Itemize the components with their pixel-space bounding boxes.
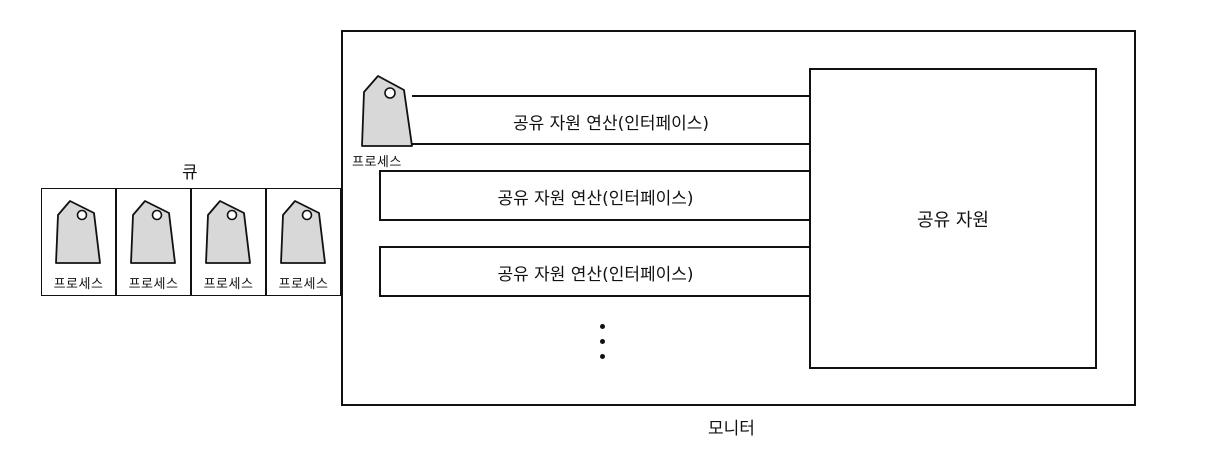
process-label: 프로세스 <box>203 277 254 292</box>
queue-slot: 프로세스 <box>266 188 341 296</box>
process-tag-icon <box>202 197 254 273</box>
queue-slot: 프로세스 <box>116 188 191 296</box>
queue-slot: 프로세스 <box>191 188 266 296</box>
shared-resource-box: 공유 자원 <box>809 68 1097 369</box>
queue-title: 큐 <box>182 163 198 183</box>
operation-bar: 공유 자원 연산(인터페이스) <box>412 95 812 145</box>
shared-resource-label: 공유 자원 <box>917 210 989 231</box>
process-label: 프로세스 <box>278 277 329 292</box>
monitor-label: 모니터 <box>708 419 755 439</box>
active-process-label: 프로세스 <box>352 155 402 170</box>
operation-label: 공유 자원 연산(인터페이스) <box>512 114 710 134</box>
process-label: 프로세스 <box>53 277 104 292</box>
process-tag-icon <box>127 197 179 273</box>
process-tag-icon <box>358 72 416 156</box>
operation-bar: 공유 자원 연산(인터페이스) <box>379 246 812 297</box>
queue-slot: 프로세스 <box>41 188 116 296</box>
process-tag-icon <box>277 197 329 273</box>
process-tag-icon <box>52 197 104 273</box>
operation-bar: 공유 자원 연산(인터페이스) <box>379 170 812 221</box>
operation-label: 공유 자원 연산(인터페이스) <box>497 265 694 285</box>
process-label: 프로세스 <box>128 277 179 292</box>
operation-label: 공유 자원 연산(인터페이스) <box>497 189 694 209</box>
